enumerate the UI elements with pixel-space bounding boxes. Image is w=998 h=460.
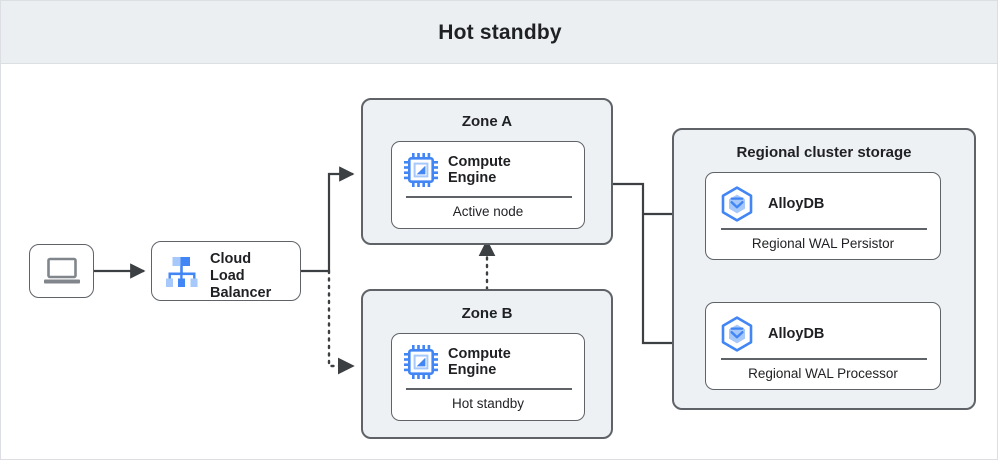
zone-b-compute-subtitle: Hot standby [451, 396, 525, 411]
card-divider [406, 196, 572, 198]
header-bar: Hot standby [1, 1, 997, 64]
card-divider [721, 358, 927, 360]
zone-b-title: Zone B [461, 305, 513, 322]
alloydb-header: AlloyDB [706, 315, 952, 353]
cloud-load-balancer-icon [166, 257, 198, 287]
zone-a-compute-subtitle: Active node [452, 204, 524, 219]
cloud-load-balancer-label: Cloud Load Balancer [210, 251, 272, 301]
laptop-icon [44, 257, 80, 284]
zone-b-container: Zone B [361, 289, 613, 439]
client-node[interactable] [29, 244, 94, 298]
card-divider [721, 228, 927, 230]
compute-engine-header: Compute Engine [392, 343, 594, 381]
zone-a-title: Zone A [461, 113, 513, 130]
alloydb-wal-processor-subtitle: Regional WAL Processor [748, 366, 898, 381]
alloydb-wal-persistor-card[interactable]: AlloyDB Regional WAL Persistor [705, 172, 941, 260]
alloydb-label: AlloyDB [768, 325, 825, 342]
compute-engine-label: Compute Engine [448, 153, 511, 187]
page-title: Hot standby [438, 21, 562, 44]
alloydb-icon [721, 186, 753, 222]
connector-load-balancer-to-zone-b [327, 269, 355, 375]
zone-a-compute-engine-card[interactable]: Compute Engine Active node [391, 141, 585, 229]
card-divider [406, 388, 572, 390]
alloydb-icon [721, 316, 753, 352]
compute-engine-icon [404, 345, 438, 379]
compute-engine-icon [404, 153, 438, 187]
regional-cluster-storage-title: Regional cluster storage [736, 144, 912, 161]
zone-a-container: Zone A [361, 98, 613, 245]
compute-engine-header: Compute Engine [392, 151, 594, 189]
compute-engine-label: Compute Engine [448, 345, 511, 379]
zone-b-compute-engine-card[interactable]: Compute Engine Hot standby [391, 333, 585, 421]
alloydb-wal-processor-card[interactable]: AlloyDB Regional WAL Processor [705, 302, 941, 390]
regional-cluster-storage-container: Regional cluster storage AlloyDB Regiona… [672, 128, 976, 410]
alloydb-wal-persistor-subtitle: Regional WAL Persistor [751, 236, 895, 251]
alloydb-header: AlloyDB [706, 185, 952, 223]
alloydb-label: AlloyDB [768, 195, 825, 212]
connector-load-balancer-to-zone-a [327, 166, 355, 271]
cloud-load-balancer-node[interactable]: Cloud Load Balancer [151, 241, 301, 301]
